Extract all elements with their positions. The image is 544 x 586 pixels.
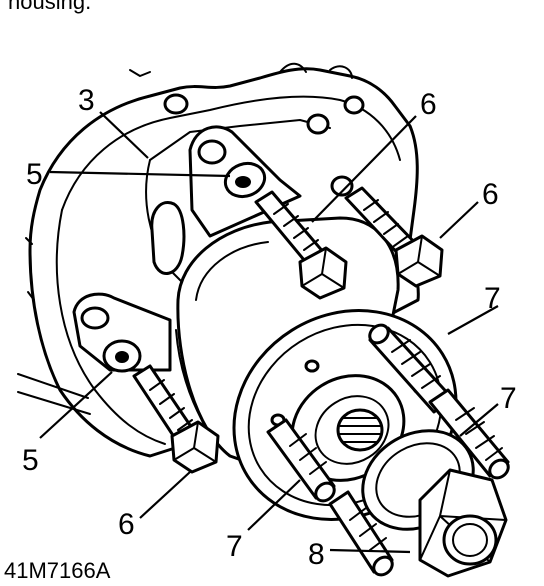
callout-6-bottom: 6 [118,508,135,541]
flange-stud-lower [266,418,336,503]
callout-5-upper: 5 [26,158,43,191]
callout-5-lower: 5 [22,444,39,477]
callout-7-upper: 7 [484,282,501,315]
bolt-lower-left [132,364,220,474]
clipped-heading-fragment: housing. [8,0,91,14]
bolt-upper-right [344,186,444,288]
callout-7-lower: 7 [226,530,243,563]
callout-3: 3 [78,84,95,117]
leader-lines [39,111,499,554]
callout-6-top: 6 [420,88,437,121]
washer-lower [102,339,142,373]
callout-8: 8 [308,538,325,571]
callout-7-right: 7 [500,382,517,415]
centre-nut-and-washer [361,429,508,578]
bolt-upper-center [254,190,348,300]
washer-upper [223,161,267,199]
figure-code: 41M7166A [4,558,111,583]
mounting-ear-lower [72,292,172,372]
callout-6-right: 6 [482,178,499,211]
